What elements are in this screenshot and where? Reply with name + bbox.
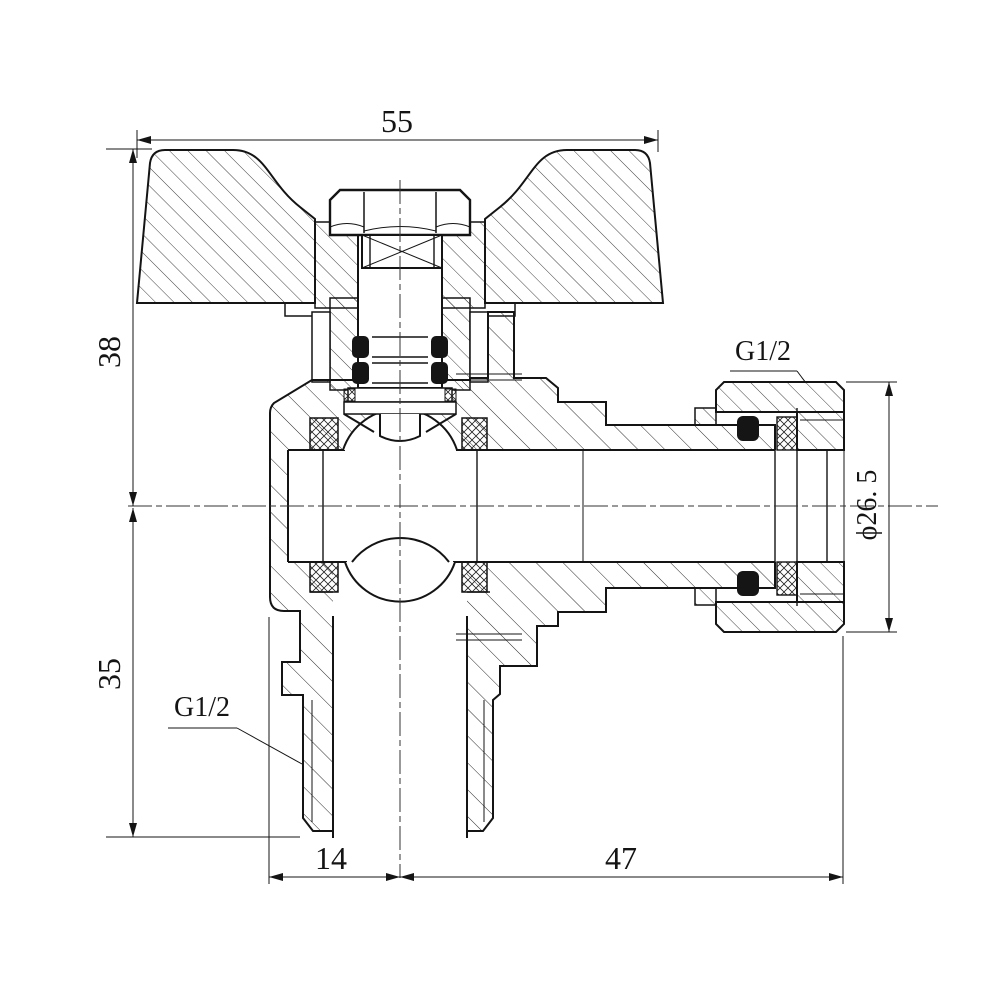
seat-top-right — [461, 417, 488, 451]
seat-top-left — [309, 417, 339, 451]
arrowhead — [400, 873, 414, 881]
bottom-thread-label: G1/2 — [174, 692, 230, 723]
leader-side-thread — [730, 370, 807, 384]
tailpiece-lips — [694, 407, 717, 606]
washer-top — [776, 416, 798, 451]
arrowhead — [129, 508, 137, 522]
o-ring — [737, 571, 759, 596]
center-lines — [128, 180, 938, 878]
o-ring — [352, 362, 369, 384]
handle-right-wing — [484, 149, 665, 304]
tailpiece-lip-top — [694, 407, 717, 426]
butterfly-handle — [135, 149, 665, 317]
cavity-slant-left — [343, 413, 375, 433]
stem-o-rings — [352, 336, 448, 384]
bottom-port-offset-label: 14 — [315, 840, 347, 876]
arrowhead — [644, 136, 658, 144]
neck-collar-right — [469, 311, 489, 383]
bottom-thread-root-lines — [311, 700, 485, 822]
swivel-nut-thread-bottom — [796, 561, 845, 603]
stem-seal-right — [444, 388, 457, 402]
o-ring — [431, 362, 448, 384]
side-port-length-label: 47 — [605, 840, 637, 876]
lower-height-label: 35 — [91, 658, 127, 690]
arrowhead — [386, 873, 400, 881]
seat-bottom-left — [309, 561, 339, 593]
dimension-upper-height — [106, 148, 152, 506]
dimension-side-port-length — [400, 636, 844, 884]
arrowhead — [269, 873, 283, 881]
dimension-nut-diameter — [846, 381, 897, 633]
dimension-labels: 55 38 35 14 47 ϕ26. 5 G1/2 G1/2 — [91, 103, 883, 876]
stem-seal-left — [343, 388, 356, 402]
dimensions — [106, 130, 897, 884]
seat-bottom-right — [461, 561, 488, 593]
handle-step-left — [284, 303, 315, 317]
dimension-lower-height — [106, 508, 300, 838]
handle-left-wing — [135, 149, 316, 304]
o-ring — [737, 416, 759, 441]
handle-hub-left — [314, 221, 366, 309]
arrowhead — [885, 382, 893, 396]
dimension-bottom-port-offset — [268, 617, 400, 884]
arrowhead — [129, 823, 137, 837]
nut-diameter-label: ϕ26. 5 — [852, 470, 883, 541]
dimension-overall-width — [136, 130, 659, 158]
tailpiece-lip-bottom — [694, 587, 717, 606]
arrowhead — [129, 149, 137, 163]
ball-seats — [309, 417, 488, 593]
leader-bottom-thread — [168, 727, 303, 765]
swivel-nut-thread-top — [796, 411, 845, 451]
overall-width-label: 55 — [381, 103, 413, 139]
arrowhead — [129, 492, 137, 506]
bonnet-gasket-lines — [456, 373, 522, 641]
arrowhead — [137, 136, 151, 144]
swivel-nut-bottom-band — [715, 601, 845, 633]
upper-height-label: 38 — [91, 336, 127, 368]
o-ring — [352, 336, 369, 358]
side-thread-label: G1/2 — [735, 336, 791, 367]
washer-bottom — [776, 561, 798, 596]
arrowhead — [885, 618, 893, 632]
swivel-nut-top-band — [715, 381, 845, 413]
arrowhead — [829, 873, 843, 881]
stem-square-cross — [361, 234, 443, 269]
cavity-slant-right — [425, 413, 457, 433]
o-ring — [431, 336, 448, 358]
neck-collar-left — [311, 311, 331, 383]
